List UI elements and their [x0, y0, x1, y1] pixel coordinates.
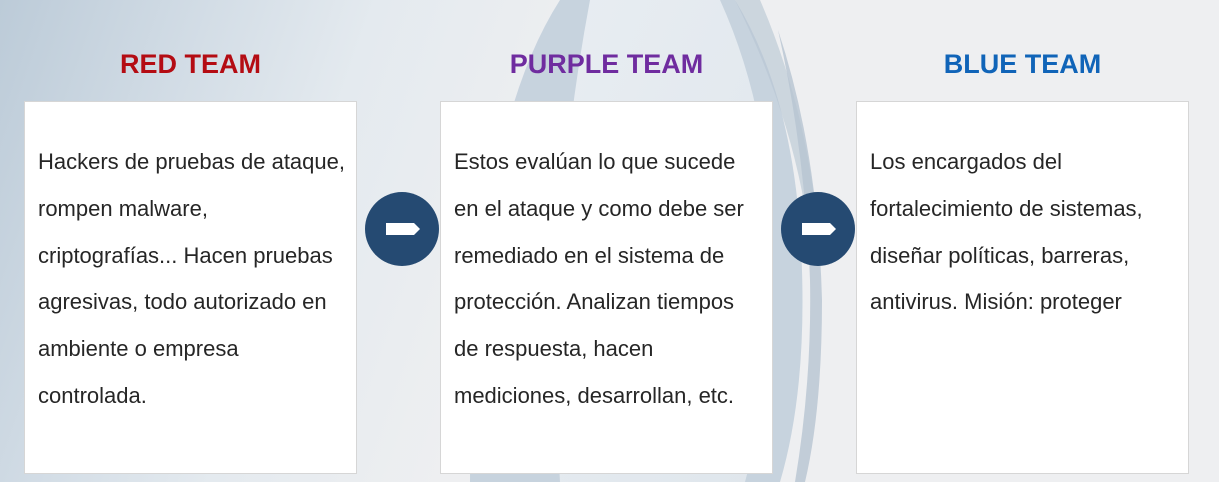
purple-team-title: PURPLE TEAM	[509, 49, 704, 79]
arrow-right-icon	[802, 223, 836, 235]
arrow-connector-1	[365, 192, 439, 266]
red-team-title: RED TEAM	[120, 49, 261, 79]
blue-team-card: Los encargados del fortalecimiento de si…	[856, 101, 1189, 474]
arrow-connector-2	[781, 192, 855, 266]
purple-team-card: Estos evalúan lo que sucede en el ataque…	[440, 101, 773, 474]
arrow-right-icon	[386, 223, 420, 235]
red-team-card: Hackers de pruebas de ataque, rompen mal…	[24, 101, 357, 474]
blue-team-description: Los encargados del fortalecimiento de si…	[870, 149, 1143, 315]
blue-team-title: BLUE TEAM	[943, 49, 1102, 79]
red-team-description: Hackers de pruebas de ataque, rompen mal…	[38, 149, 345, 408]
purple-team-description: Estos evalúan lo que sucede en el ataque…	[454, 149, 744, 408]
